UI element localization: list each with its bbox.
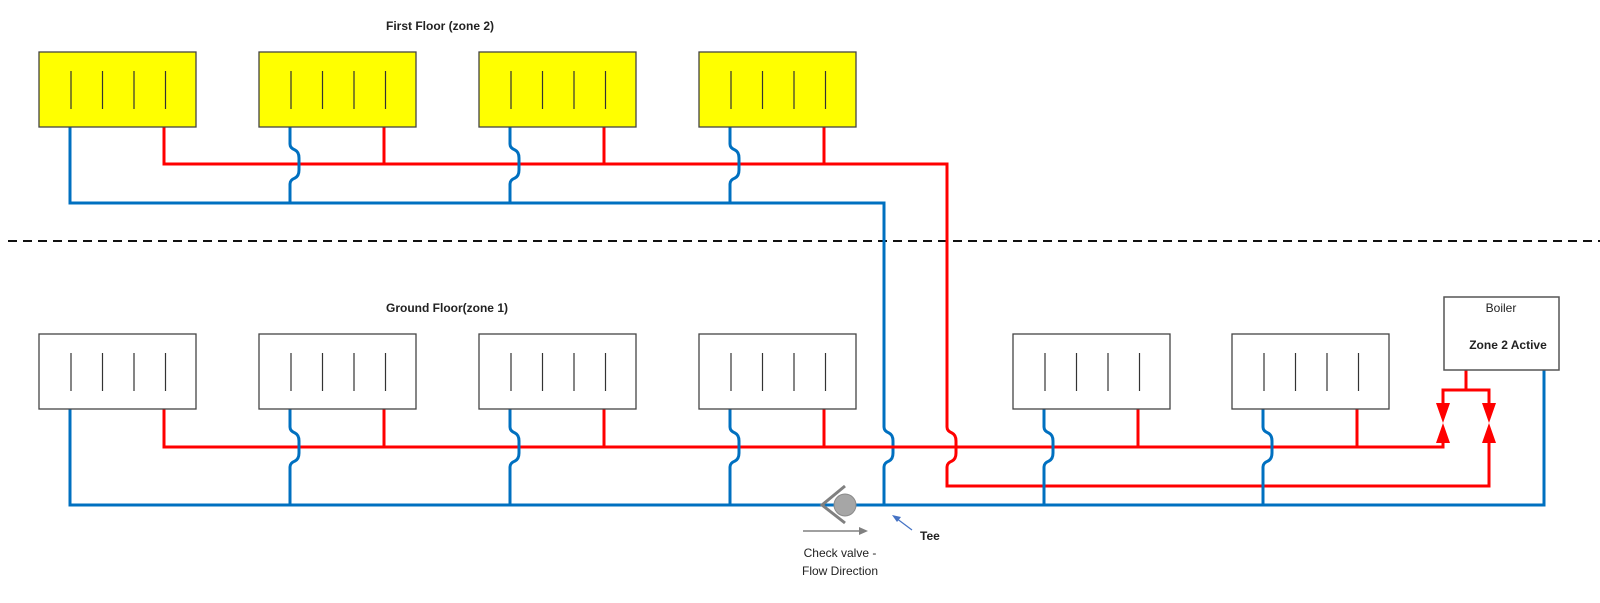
first-floor-label: First Floor (zone 2) [386,19,494,33]
radiator-first-floor-3[interactable] [478,51,637,128]
radiator-ground-floor-5[interactable] [1012,333,1171,410]
boiler-flow-manifold [1441,370,1491,403]
check-valve-label-2: Flow Direction [802,564,878,578]
return-riser [728,127,741,203]
boiler[interactable]: Boiler Zone 2 Active [1443,296,1560,371]
zone-valve-1[interactable] [1436,403,1450,443]
flow-pipe-zone2 [162,127,949,427]
radiator-ground-floor-6[interactable] [1231,333,1390,410]
return-riser [288,127,301,203]
radiator-first-floor-2[interactable] [258,51,417,128]
flow-pipe-zone1 [162,409,1445,449]
ground-floor-label: Ground Floor(zone 1) [386,301,508,315]
radiator-first-floor-1[interactable] [38,51,197,128]
return-riser [508,127,521,203]
return-riser [1042,409,1055,505]
tee-label: Tee [920,529,940,543]
check-valve-label-1: Check valve - [804,546,877,560]
tee-pointer [892,515,913,531]
radiator-first-floor-4[interactable] [698,51,857,128]
flow-direction-arrow [803,527,868,535]
radiator-ground-floor-3[interactable] [478,333,637,410]
boiler-status: Zone 2 Active [1469,338,1547,352]
flow-pipe-zone2-drop [945,426,1491,488]
return-riser [1261,409,1274,505]
return-riser [728,409,741,505]
return-riser [508,409,521,505]
zone-valve-2[interactable] [1482,403,1496,443]
radiator-ground-floor-4[interactable] [698,333,857,410]
radiator-ground-floor-2[interactable] [258,333,417,410]
radiator-ground-floor-1[interactable] [38,333,197,410]
boiler-label: Boiler [1486,301,1517,315]
return-pipe-zone2 [68,127,886,427]
return-riser [288,409,301,505]
return-pipe-zone2-drop [882,426,895,505]
check-valve [819,484,857,525]
return-pipe-main [68,370,1546,507]
